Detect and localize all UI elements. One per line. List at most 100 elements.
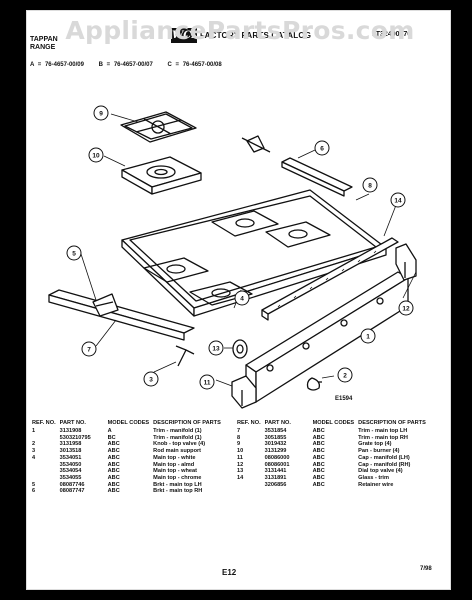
part-no-cell: 3013518 [59,448,82,455]
header-part-no: PART NO. [59,420,86,426]
description-cell: Cap - manifold (RH) [358,461,411,468]
ref-no-cell: 4 [32,454,36,461]
ref-no-cell: 11 [237,454,243,461]
header-ref-no: REF. NO. [237,420,261,426]
main-top-part [121,189,387,317]
description-cell: Main top - almd [153,461,195,468]
model-codes-cell: ABC [312,448,325,455]
drawing-code: E1594 [335,396,353,402]
description-cell: Trim - manifold (1) [153,434,202,441]
ref-no-cell: 7 [237,428,241,434]
glass-trim-part [261,237,399,321]
model-codes-cell: ABC [107,474,120,481]
callout-13 [208,340,224,356]
bracket-rh-part [241,135,271,153]
callout-2 [337,367,353,383]
model-code-a: A = 76-4657-00/09 [30,62,84,68]
part-no-cell: 3019432 [264,441,287,448]
cap-rh-part [395,243,417,281]
model-codes-cell: ABC [312,428,325,434]
callout-label-14: 14 [394,198,402,205]
part-no-cell: 3534055 [59,474,82,481]
support-rod-part [175,345,195,367]
header-description: DESCRIPTION OF PARTS [358,420,426,426]
exploded-parts-diagram: 9 10 4 5 6 7 8 3 13 2 11 14 1 12 [48,105,417,409]
callout-7 [81,341,97,357]
callout-label-11: 11 [204,380,211,387]
parts-table-header: REF. NO. PART NO. MODEL CODES DESCRIPTIO… [30,420,223,428]
trim-rh-part [281,157,353,197]
callout-8 [362,177,378,193]
ref-no-cell: 5 [32,481,36,488]
model-code-b: B = 76-4657-00/07 [98,62,153,68]
table-row: 11 08086000 ABC Cap - manifold (LH) [235,455,428,462]
description-cell: Grate top (4) [358,441,392,448]
part-no-cell: 08087747 [59,488,85,495]
model-codes-cell: BC [107,434,116,441]
description-cell: Main top - chrome [153,474,202,481]
description-cell: Pan - burner (4) [358,448,400,455]
ref-no-cell [30,435,58,442]
model-codes-cell: ABC [312,481,325,488]
model-codes-cell: ABC [107,448,120,455]
callout-14 [390,192,406,208]
part-no-cell: 08086000 [264,454,290,461]
parts-table-right: REF. NO. PART NO. MODEL CODES DESCRIPTIO… [235,420,428,488]
description-cell: Glass - trim [358,474,389,481]
product-type: RANGE [30,44,56,51]
callout-10 [88,147,104,163]
page-number: E12 [222,568,237,577]
part-no-cell: 3206856 [264,481,287,488]
parts-table-left: REF. NO. PART NO. MODEL CODES DESCRIPTIO… [30,420,223,495]
callout-label-7: 7 [87,347,91,354]
callout-label-8: 8 [368,183,372,190]
part-no-cell: 3131891 [264,474,287,481]
part-no-cell: 3534054 [59,468,82,475]
model-codes-cell: A [107,428,112,434]
part-no-cell: 3051855 [264,434,287,441]
part-no-cell: 08086001 [264,461,290,468]
part-no-cell: 3531854 [264,428,287,434]
callout-label-1: 1 [366,334,370,341]
callout-6 [314,140,330,156]
description-cell: Rod main support [153,448,202,455]
header-model-codes: MODEL CODES [107,420,150,426]
callout-4 [234,290,250,306]
catalog-id: LT32490270 [372,31,412,38]
description-cell: Main top - wheat [153,468,197,475]
callout-label-10: 10 [92,153,100,160]
callout-label-12: 12 [402,306,410,313]
model-codes-cell: ABC [312,454,325,461]
catalog-title: FACTORY PARTS CATALOG [200,31,312,40]
model-codes-cell: ABC [312,468,325,475]
callout-5 [66,245,82,261]
brand-block: TAPPAN RANGE [30,36,58,52]
grate-part [120,111,197,143]
knob-part [306,377,322,391]
ref-no-cell: 8 [237,434,241,441]
model-codes-cell: ABC [312,461,325,468]
brand-name: TAPPAN [30,36,58,43]
description-cell: Retainer wire [358,481,394,488]
description-cell: Cap - manifold (LH) [358,454,410,461]
part-no-cell: 3131299 [264,448,287,455]
bracket-lh-part [92,293,119,317]
ref-no-cell [30,475,58,482]
parts-table-header: REF. NO. PART NO. MODEL CODES DESCRIPTIO… [235,420,428,428]
header-part-no: PART NO. [264,420,291,426]
model-codes-cell: ABC [107,461,120,468]
model-code-c: C = 76-4657-00/08 [167,62,222,68]
description-cell: Knob - top valve (4) [153,441,206,448]
part-no-cell: 3534051 [59,454,82,461]
part-no-cell: 3131441 [264,468,287,475]
